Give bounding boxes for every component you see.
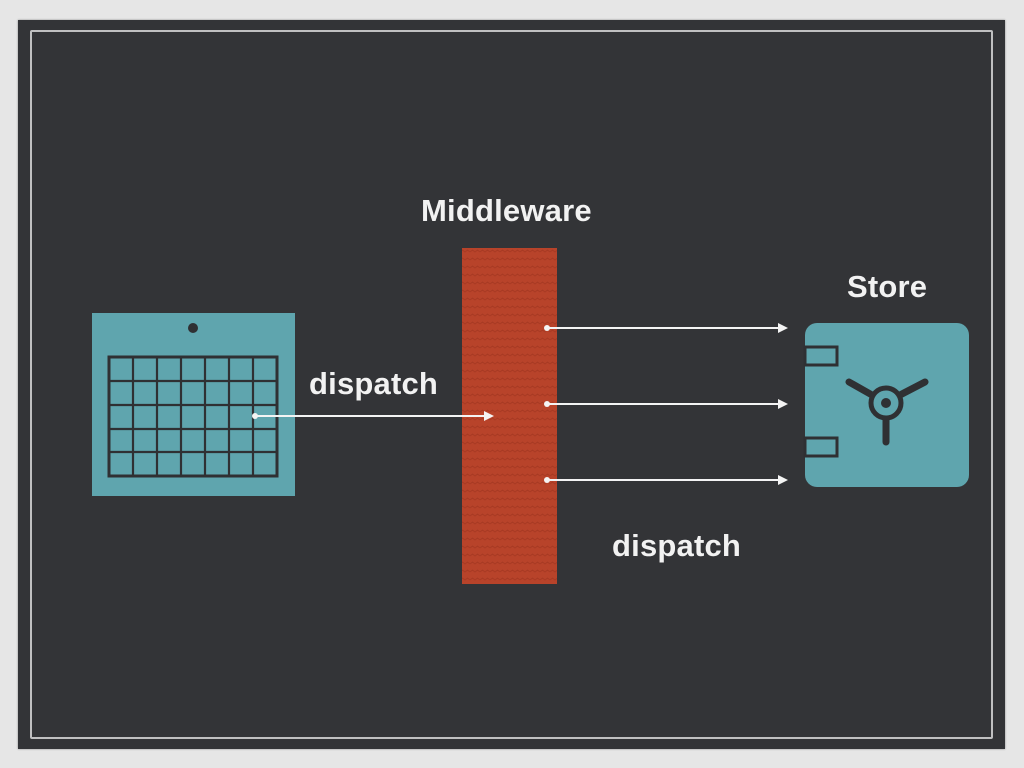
calendar-icon [92, 313, 295, 496]
slide-border [30, 30, 993, 739]
arrow-to-middleware [252, 411, 494, 421]
middleware-label: Middleware [421, 193, 592, 228]
arrow-to-store-top [544, 323, 788, 333]
dispatch-label-right: dispatch [612, 528, 742, 563]
store-label: Store [847, 269, 928, 304]
safe-icon [803, 323, 969, 487]
dispatch-label-left: dispatch [309, 366, 439, 401]
arrow-to-store-bottom [544, 475, 788, 485]
arrow-to-store-middle [544, 399, 788, 409]
